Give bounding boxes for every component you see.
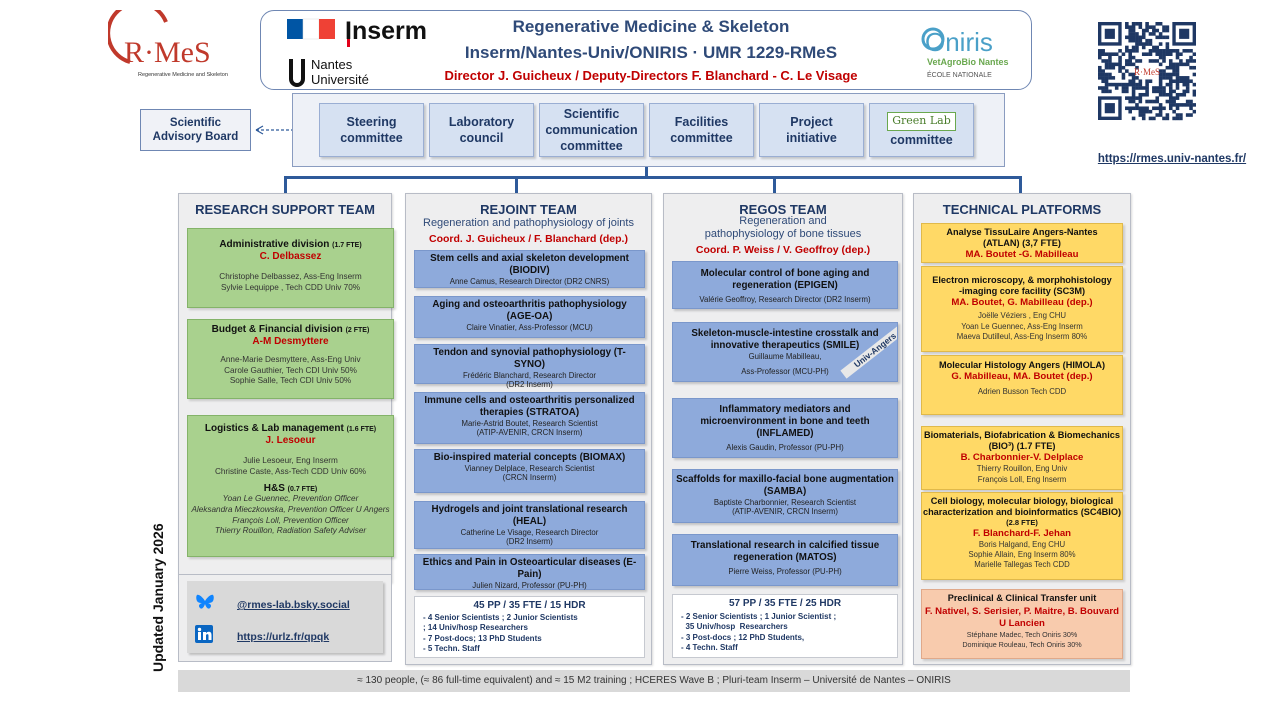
platform-sc3m: Electron microscopy, & morphohistology -… xyxy=(921,266,1123,352)
qr-center-label: R·MeS xyxy=(1134,67,1160,77)
column-title: REJOINT TEAM xyxy=(480,202,577,217)
project-matos: Translational research in calcified tiss… xyxy=(672,534,898,586)
svg-text:Inserm: Inserm xyxy=(345,17,427,45)
qr-code[interactable]: R·MeS xyxy=(1098,22,1197,146)
social-panel: @rmes-lab.bsky.social https://urlz.fr/qp… xyxy=(178,574,392,662)
linkedin-link[interactable]: https://urlz.fr/qpqk xyxy=(237,631,330,643)
linkedin-icon xyxy=(195,625,213,643)
nantes-universite-logo: Nantes Université xyxy=(289,55,409,89)
svg-text:Université: Université xyxy=(311,72,369,87)
connector-drop xyxy=(515,176,518,193)
admin-division-card: Administrative division (1.7 FTE) C. Del… xyxy=(187,228,394,308)
platform-preclinical: Preclinical & Clinical Transfer unit F. … xyxy=(921,589,1123,659)
bluesky-icon xyxy=(196,594,214,609)
platform-himola: Molecular Histology Angers (HIMOLA) G. M… xyxy=(921,355,1123,415)
rmes-logo-text: R·MeS xyxy=(124,36,211,69)
technical-platforms-column: TECHNICAL PLATFORMS Analyse TissuLaire A… xyxy=(913,193,1131,665)
rejoint-team-column: REJOINT TEAM Regeneration and pathophysi… xyxy=(405,193,652,665)
project-smile: Skeleton-muscle-intestine crosstalk and … xyxy=(672,322,898,382)
website-link[interactable]: https://rmes.univ-nantes.fr/ xyxy=(1097,153,1247,165)
project-samba: Scaffolds for maxillo-facial bone augmen… xyxy=(672,469,898,523)
project-age-oa: Aging and osteoarthritis pathophysiology… xyxy=(414,296,645,338)
logistics-card: Logistics & Lab management (1.6 FTE) J. … xyxy=(187,415,394,557)
svg-text:VetAgroBio Nantes: VetAgroBio Nantes xyxy=(927,57,1009,67)
budget-division-card: Budget & Financial division (2 FTE) A-M … xyxy=(187,319,394,399)
svg-text:ÉCOLE NATIONALE: ÉCOLE NATIONALE xyxy=(927,70,992,79)
regos-stats: 57 PP / 35 FTE / 25 HDR - 2 Senior Scien… xyxy=(672,594,898,658)
project-t-syno: Tendon and synovial pathophysiology (T-S… xyxy=(414,344,645,389)
unit-directors: Director J. Guicheux / Deputy-Directors … xyxy=(444,68,858,83)
rmes-logo: R·MeS Regenerative Medicine and Skeleton xyxy=(106,1,248,80)
column-title: RESEARCH SUPPORT TEAM xyxy=(195,202,375,217)
project-e-pain: Ethics and Pain in Osteoarticular diseas… xyxy=(414,554,645,590)
connector-horizontal xyxy=(284,176,1022,179)
project-epigen: Molecular control of bone aging and rege… xyxy=(672,261,898,309)
unit-title: Regenerative Medicine & Skeleton xyxy=(512,17,790,36)
research-support-column: RESEARCH SUPPORT TEAM Administrative div… xyxy=(178,193,394,583)
project-heal: Hydrogels and joint translational resear… xyxy=(414,501,645,549)
platform-sc4bio: Cell biology, molecular biology, biologi… xyxy=(921,492,1123,580)
project-stratoa: Immune cells and osteoarthritis personal… xyxy=(414,392,645,444)
connector-drop xyxy=(1019,176,1022,193)
project-biomax: Bio-inspired material concepts (BIOMAX) … xyxy=(414,449,645,493)
footer-summary: ≈ 130 people, (≈ 86 full-time equivalent… xyxy=(178,670,1130,692)
connector-vertical xyxy=(645,167,648,178)
oniris-logo: Oniris VetAgroBio Nantes ÉCOLE NATIONALE xyxy=(921,25,1025,81)
rejoint-stats: 45 PP / 35 FTE / 15 HDR - 4 Senior Scien… xyxy=(414,596,645,658)
dashed-double-arrow xyxy=(255,125,309,135)
header-banner: Inserm Nantes Université Regenerative Me… xyxy=(260,10,1032,90)
inserm-logo: Inserm xyxy=(283,15,443,51)
svg-text:Oniris: Oniris xyxy=(925,27,993,57)
green-lab-logo: Green Lab xyxy=(887,112,956,131)
green-lab-committee: Green Lab committee xyxy=(869,103,974,157)
column-subtitle: Regeneration and pathophysiology of join… xyxy=(423,217,634,229)
bluesky-link[interactable]: @rmes-lab.bsky.social xyxy=(237,599,350,611)
platform-atlan: Analyse TissuLaire Angers-Nantes (ATLAN)… xyxy=(921,223,1123,263)
connector-drop xyxy=(284,176,287,193)
project-biodiv: Stem cells and axial skeleton developmen… xyxy=(414,250,645,288)
column-title: REGOS TEAM xyxy=(739,202,827,217)
column-title: TECHNICAL PLATFORMS xyxy=(942,202,1102,217)
updated-date: Updated January 2026 xyxy=(150,523,166,672)
platform-bio3: Biomaterials, Biofabrication & Biomechan… xyxy=(921,426,1123,490)
team-coordinators: Coord. J. Guicheux / F. Blanchard (dep.) xyxy=(429,233,628,245)
rmes-logo-tagline: Regenerative Medicine and Skeleton xyxy=(138,72,228,78)
team-coordinators: Coord. P. Weiss / V. Geoffroy (dep.) xyxy=(695,244,871,256)
project-inflamed: Inflammatory mediators and microenvironm… xyxy=(672,398,898,458)
unit-subtitle: Inserm/Nantes-Univ/ONIRIS · UMR 1229-RMe… xyxy=(464,43,838,62)
svg-text:Nantes: Nantes xyxy=(311,57,353,72)
connector-drop xyxy=(773,176,776,193)
